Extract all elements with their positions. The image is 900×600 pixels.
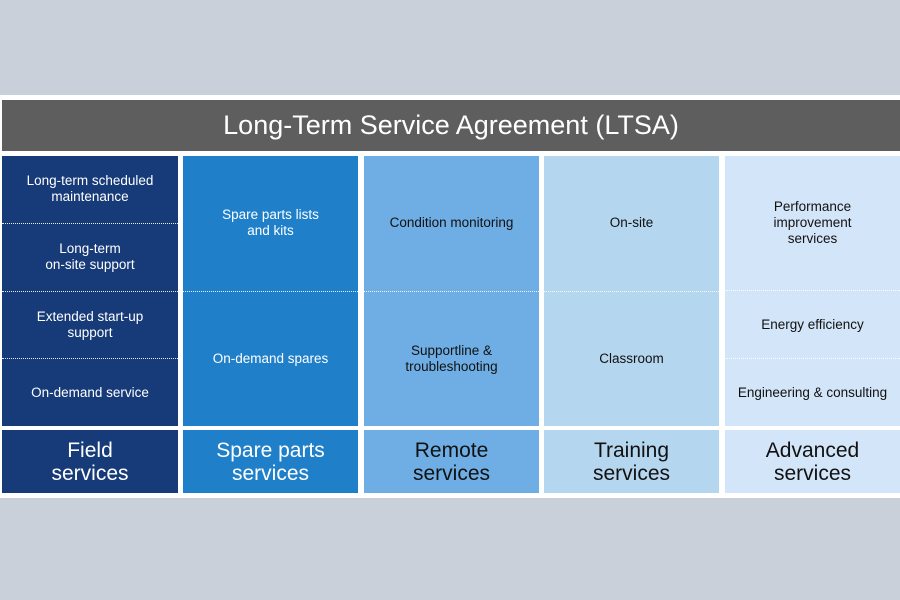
- field-services-label: Field services: [2, 430, 178, 493]
- training-item: Classroom: [544, 290, 719, 427]
- field-item: On-demand service: [2, 358, 178, 426]
- spare-parts-column: Spare parts lists and kits On-demand spa…: [183, 156, 358, 426]
- remote-item: Supportline & troubleshooting: [364, 290, 539, 427]
- spare-parts-item: Spare parts lists and kits: [222, 207, 319, 239]
- spare-parts-services-label: Spare parts services: [183, 430, 358, 493]
- ltsa-title: Long-Term Service Agreement (LTSA): [2, 100, 900, 151]
- field-item: Long-term on-site support: [2, 222, 178, 291]
- remote-services-column: Condition monitoring Supportline & troub…: [364, 156, 539, 426]
- advanced-services-column: Performance improvement services Energy …: [725, 156, 900, 426]
- training-services-label: Training services: [544, 430, 719, 493]
- advanced-item: Engineering & consulting: [725, 358, 900, 426]
- advanced-services-label: Advanced services: [725, 430, 900, 493]
- spare-parts-item: On-demand spares: [183, 290, 358, 427]
- advanced-item: Performance improvement services: [773, 199, 852, 246]
- field-services-column: Long-term scheduled maintenance Long-ter…: [2, 156, 178, 426]
- advanced-item: Energy efficiency: [725, 290, 900, 358]
- training-item: On-site: [609, 215, 654, 231]
- remote-services-label: Remote services: [364, 430, 539, 493]
- field-item: Extended start-up support: [2, 290, 178, 359]
- training-services-column: On-site Classroom: [544, 156, 719, 426]
- remote-item: Condition monitoring: [389, 215, 514, 231]
- field-item: Long-term scheduled maintenance: [26, 173, 154, 205]
